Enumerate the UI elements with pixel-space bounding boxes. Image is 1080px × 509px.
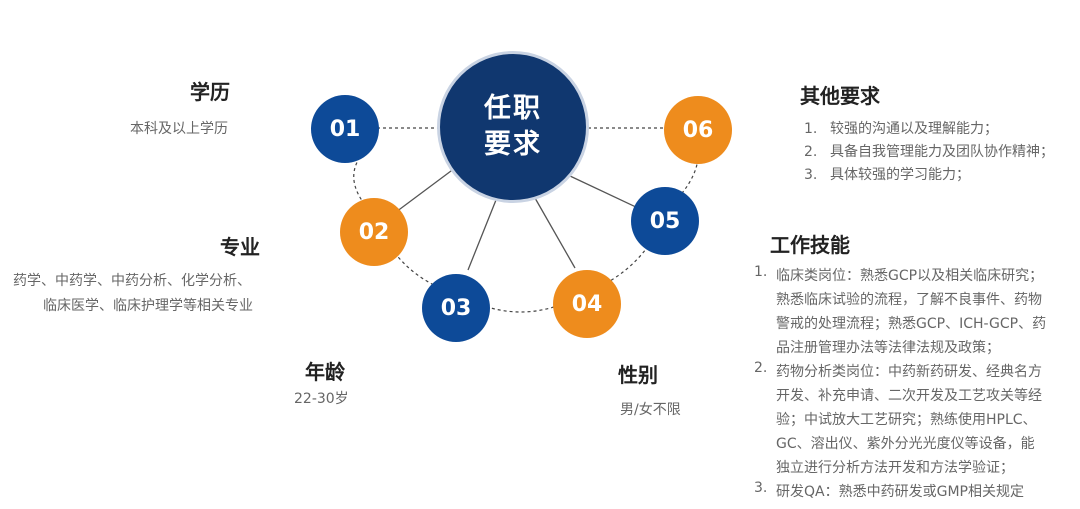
list-item: 1.较强的沟通以及理解能力； xyxy=(804,121,998,137)
age-text: 22-30岁 xyxy=(294,391,349,407)
skills-list: 1. 临床类岗位：熟悉GCP以及相关临床研究； 熟悉临床试验的流程，了解不良事件… xyxy=(754,264,1046,504)
center-title-line2: 要求 xyxy=(484,129,542,160)
education-text: 本科及以上学历 xyxy=(130,121,228,137)
skills-title: 工作技能 xyxy=(770,233,850,257)
gender-text: 男/女不限 xyxy=(620,402,681,418)
list-item: 3. 研发QA：熟悉中药研发或GMP相关规定 xyxy=(754,480,1024,500)
center-circle: 任职 要求 xyxy=(437,51,589,203)
spoke-03 xyxy=(467,199,497,271)
list-item: 2.具备自我管理能力及团队协作精神； xyxy=(804,144,1054,160)
list-item: 1. 临床类岗位：熟悉GCP以及相关临床研究； 熟悉临床试验的流程，了解不良事件… xyxy=(754,264,1047,356)
node-02: 02 xyxy=(340,198,408,266)
major-text-line2: 临床医学、临床护理学等相关专业 xyxy=(43,298,253,314)
major-title: 专业 xyxy=(220,235,260,259)
age-title: 年龄 xyxy=(305,360,345,384)
list-item: 3.具体较强的学习能力； xyxy=(804,167,970,183)
education-title: 学历 xyxy=(190,80,230,104)
node-04: 04 xyxy=(553,270,621,338)
node-05: 05 xyxy=(631,187,699,255)
spoke-02 xyxy=(395,167,456,213)
other-title: 其他要求 xyxy=(800,84,880,108)
node-06: 06 xyxy=(664,96,732,164)
other-list: 1.较强的沟通以及理解能力； 2.具备自我管理能力及团队协作精神； 3.具体较强… xyxy=(804,118,1054,187)
node-01: 01 xyxy=(311,95,379,163)
list-item: 2. 药物分析类岗位：中药新药研发、经典名方 开发、补充申请、二次开发及工艺攻关… xyxy=(754,360,1042,476)
spoke-05 xyxy=(569,175,639,209)
major-text-line1: 药学、中药学、中药分析、化学分析、 xyxy=(13,273,251,289)
gender-title: 性别 xyxy=(618,363,658,387)
spoke-04 xyxy=(534,197,576,269)
node-03: 03 xyxy=(422,274,490,342)
center-title-line1: 任职 xyxy=(484,93,542,124)
